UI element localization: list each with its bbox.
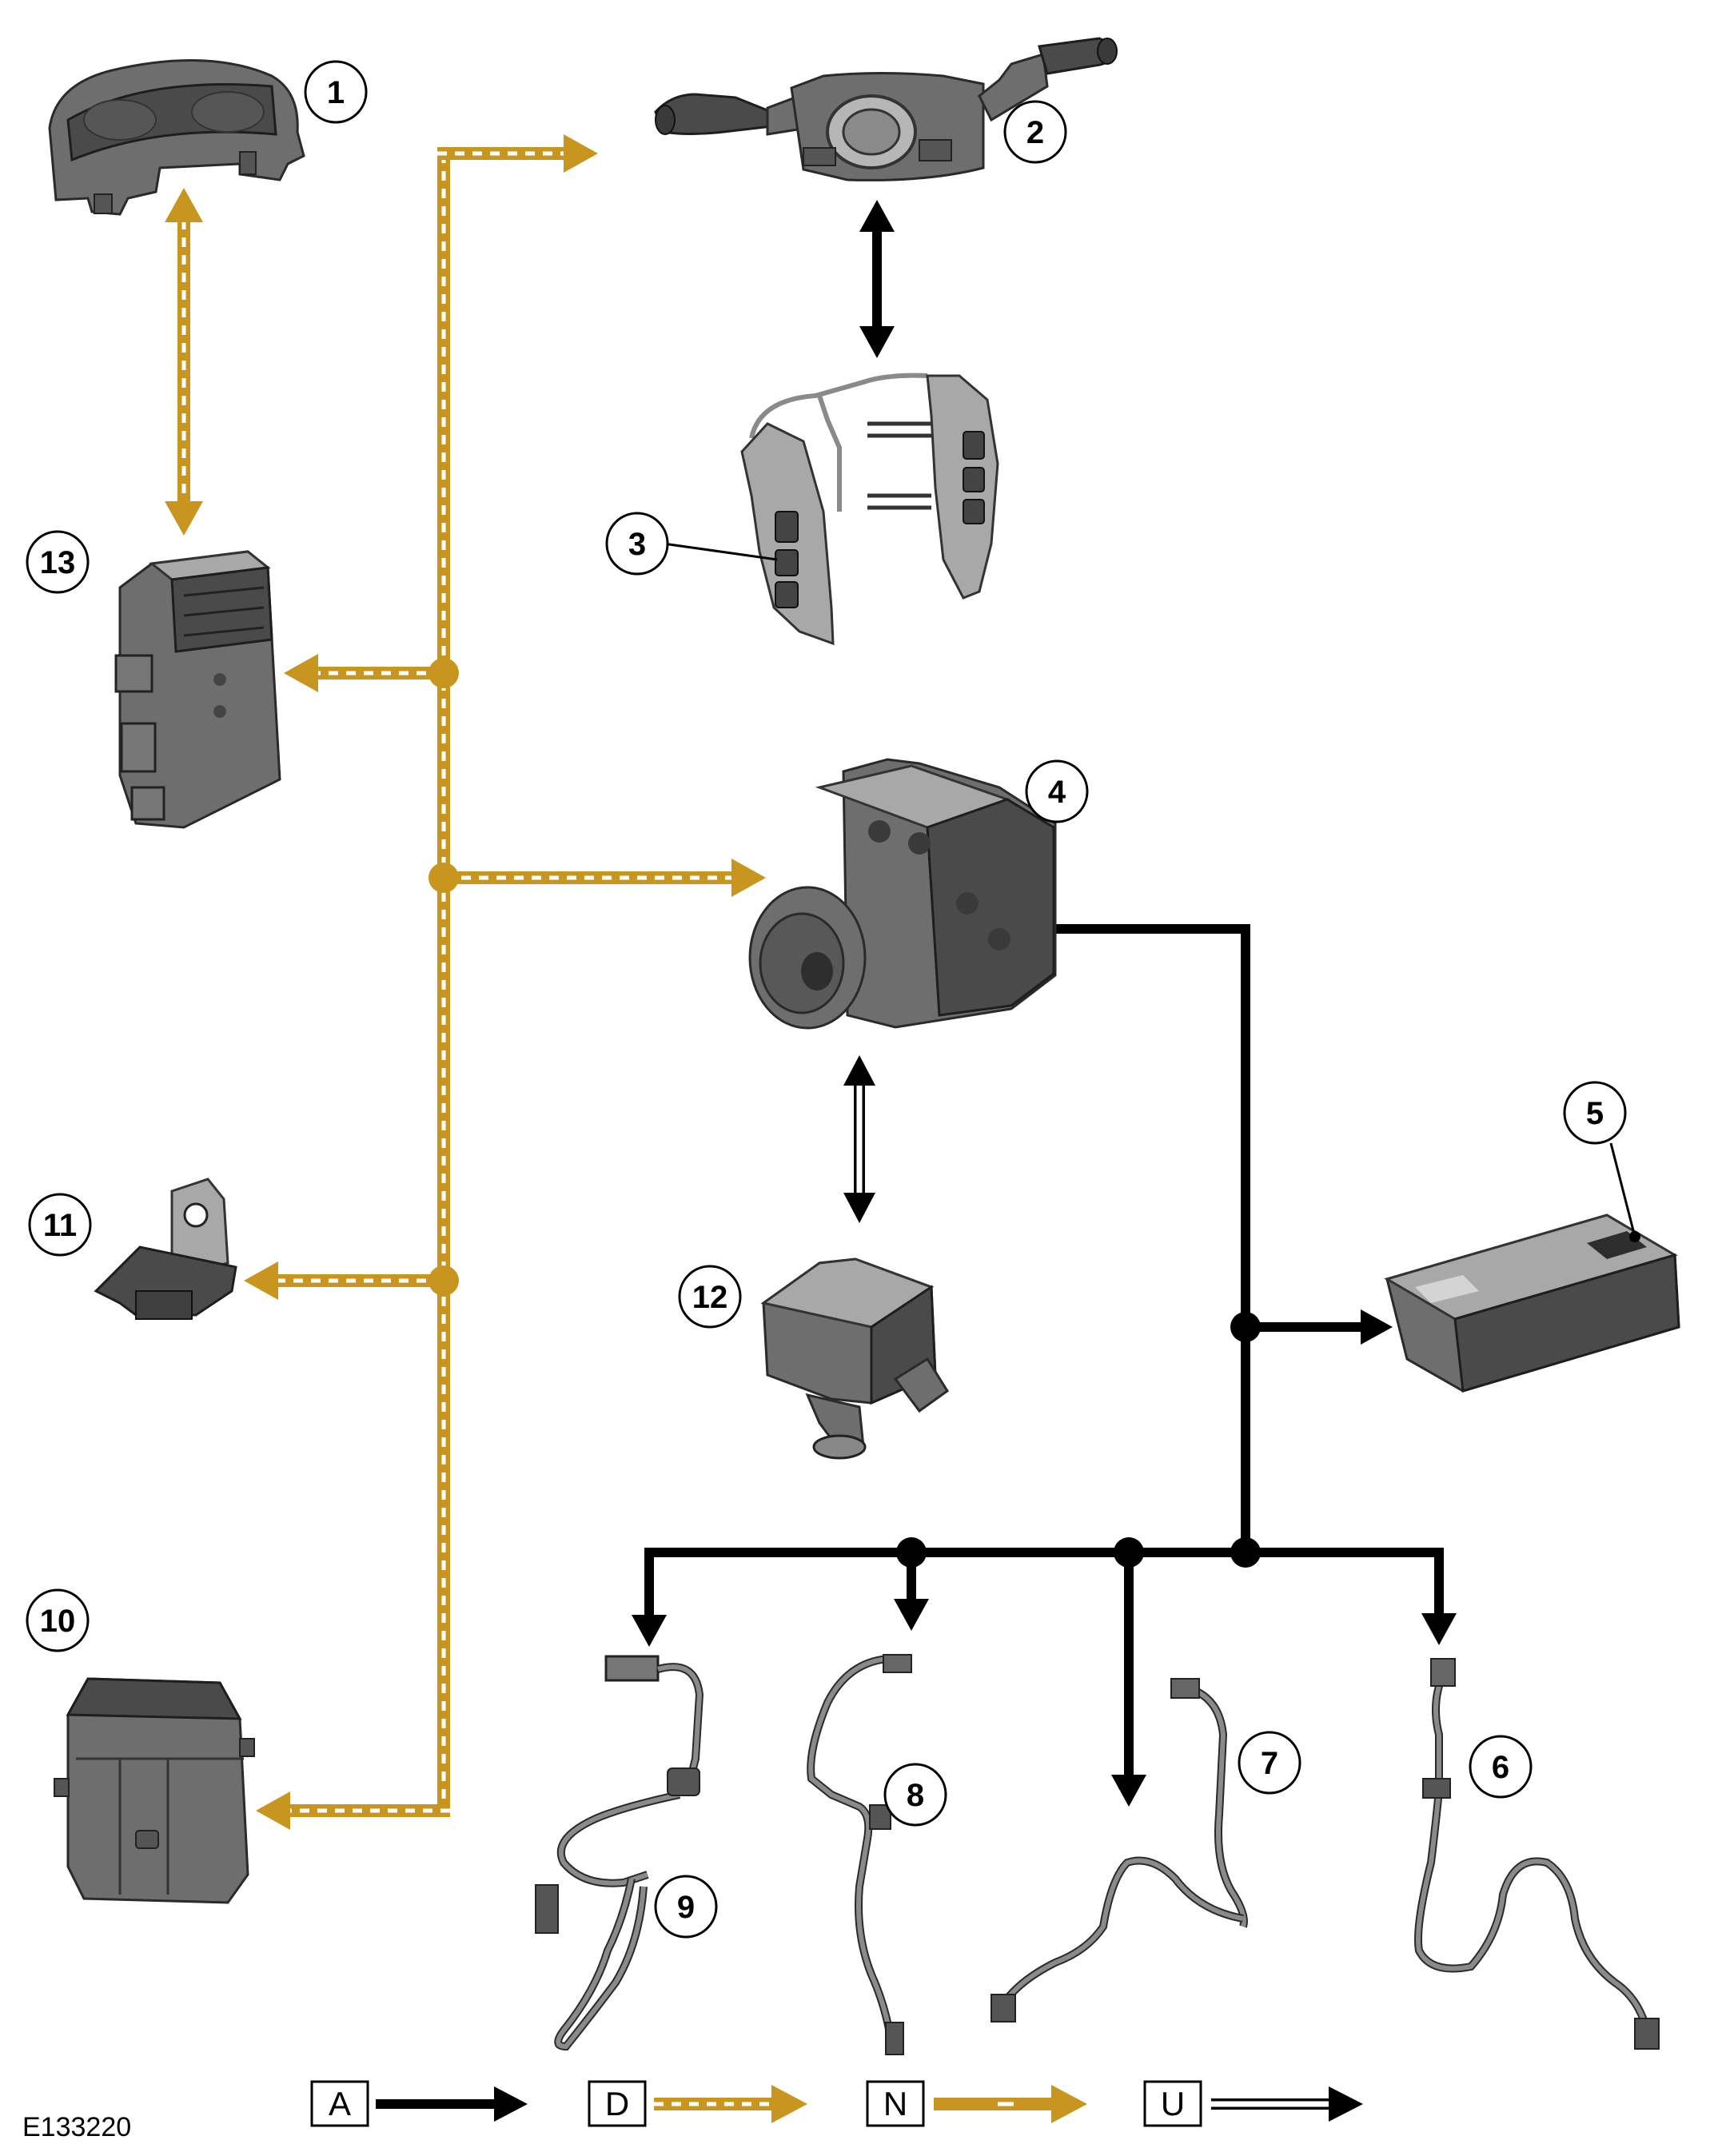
callout-11-label: 11 bbox=[43, 1208, 77, 1243]
component-abs-module bbox=[748, 758, 1057, 1030]
callout-8: 8 bbox=[883, 1763, 947, 1827]
component-body-control-module bbox=[114, 550, 281, 829]
callout-3-label: 3 bbox=[628, 527, 646, 562]
component-wheel-speed-sensor-9 bbox=[535, 1655, 704, 2051]
gold-link-1-13 bbox=[165, 188, 203, 536]
component-wheel-speed-sensor-6 bbox=[1414, 1658, 1660, 2050]
gold-bus-network bbox=[244, 134, 766, 1830]
legend-item-n: N bbox=[866, 2080, 1087, 2127]
callout-3: 3 bbox=[605, 512, 669, 576]
component-steering-column-switch bbox=[654, 37, 1118, 181]
black-link-2-3 bbox=[859, 200, 895, 358]
callout-8-label: 8 bbox=[907, 1778, 924, 1813]
component-wheel-speed-sensor-8 bbox=[807, 1654, 912, 2055]
callout-10-label: 10 bbox=[40, 1604, 76, 1639]
component-wheel-speed-sensor-7 bbox=[991, 1678, 1248, 2022]
callout-12: 12 bbox=[678, 1265, 742, 1329]
reference-code: E133220 bbox=[22, 2112, 131, 2142]
component-instrument-cluster bbox=[48, 59, 305, 216]
component-information-display bbox=[1384, 1142, 1680, 1393]
callout-13: 13 bbox=[26, 530, 90, 594]
callout-9-label: 9 bbox=[677, 1890, 695, 1925]
callout-10: 10 bbox=[26, 1588, 90, 1652]
legend-key-d: D bbox=[605, 2085, 629, 2122]
callout-4-label: 4 bbox=[1048, 775, 1066, 810]
component-engine-control-module bbox=[54, 1677, 255, 1904]
legend-item-d: D bbox=[588, 2080, 807, 2127]
callout-7: 7 bbox=[1238, 1731, 1301, 1795]
callout-6-label: 6 bbox=[1492, 1750, 1509, 1785]
legend-key-u: U bbox=[1161, 2085, 1185, 2122]
callout-9: 9 bbox=[654, 1875, 718, 1939]
legend-key-n: N bbox=[883, 2085, 907, 2122]
callout-2-label: 2 bbox=[1026, 115, 1044, 150]
legend: A D N U bbox=[310, 2080, 1363, 2127]
callout-6: 6 bbox=[1469, 1735, 1533, 1799]
legend-item-u: U bbox=[1143, 2080, 1363, 2127]
legend-key-a: A bbox=[329, 2085, 351, 2122]
callout-7-label: 7 bbox=[1261, 1746, 1278, 1781]
legend-item-a: A bbox=[310, 2080, 528, 2127]
callout-11: 11 bbox=[28, 1193, 92, 1257]
callout-2: 2 bbox=[1003, 100, 1067, 164]
callout-5-label: 5 bbox=[1586, 1096, 1604, 1131]
callout-12-label: 12 bbox=[692, 1280, 728, 1315]
callout-1: 1 bbox=[304, 60, 368, 124]
callout-1-label: 1 bbox=[327, 75, 345, 110]
component-yaw-rate-sensor bbox=[760, 1257, 950, 1460]
component-steering-wheel-switches bbox=[663, 373, 999, 646]
callout-4: 4 bbox=[1025, 759, 1089, 823]
hollow-link-4-12 bbox=[843, 1055, 875, 1223]
component-bracket-module bbox=[94, 1178, 237, 1320]
callout-5: 5 bbox=[1563, 1081, 1627, 1145]
callout-13-label: 13 bbox=[40, 545, 76, 580]
black-bus-network bbox=[632, 924, 1457, 1807]
